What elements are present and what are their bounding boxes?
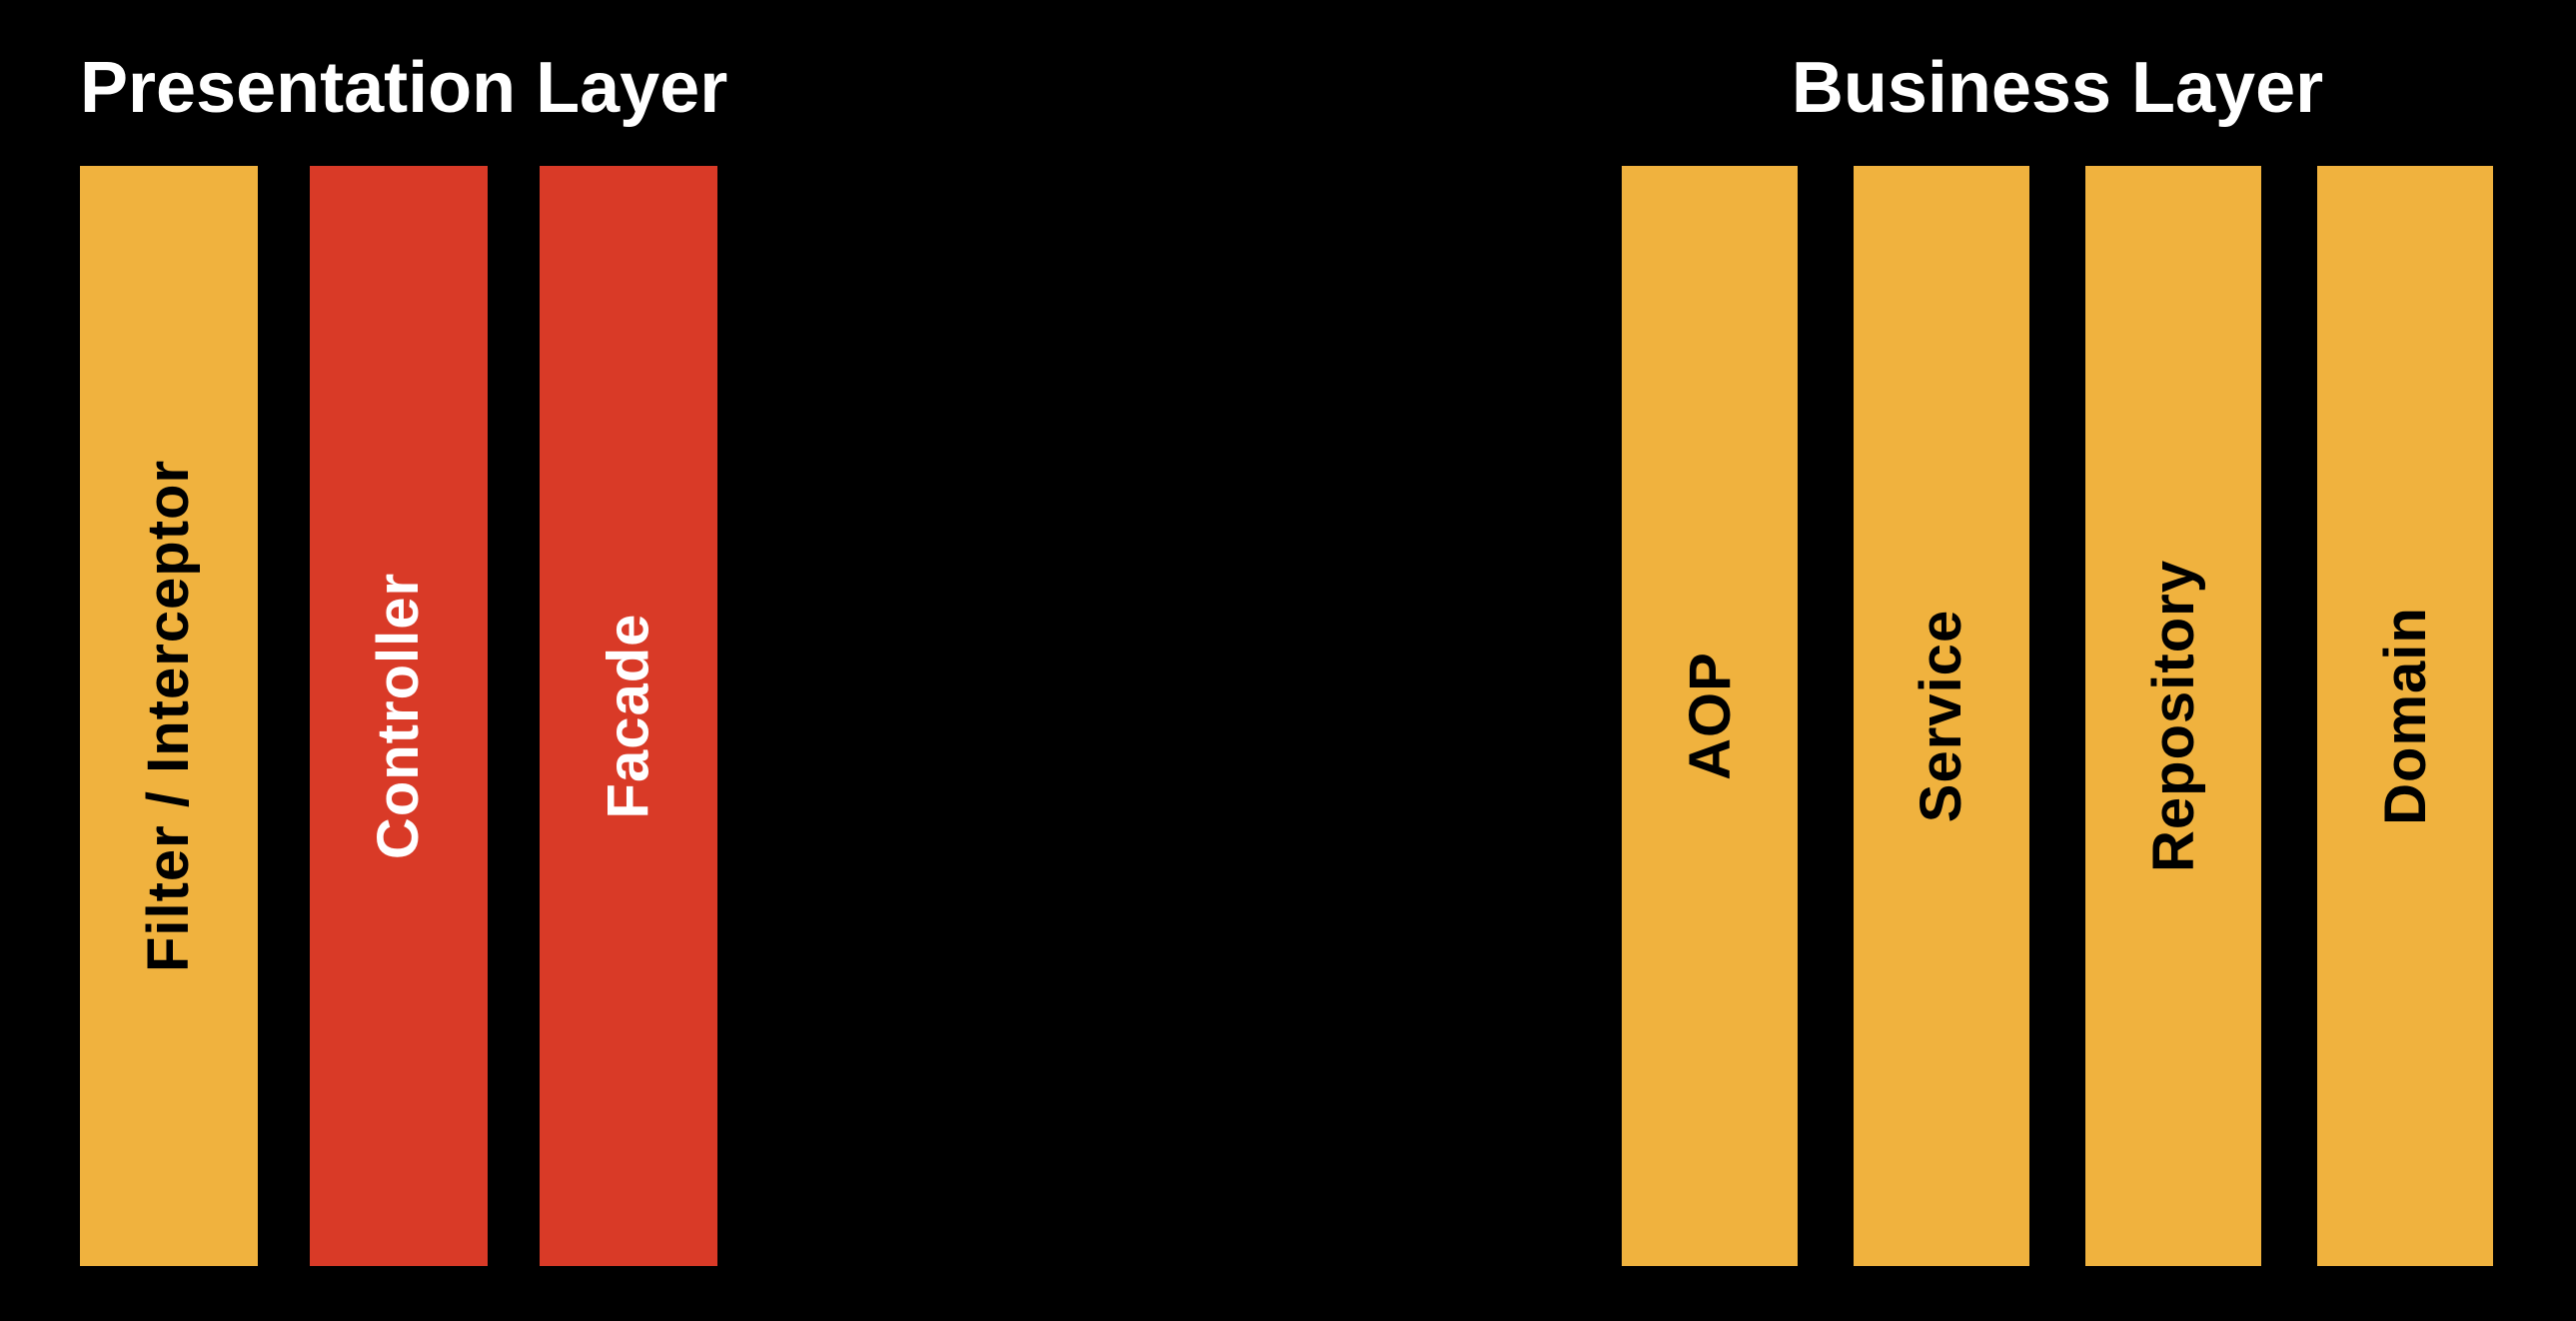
bar-label-repository: Repository [2140, 560, 2206, 872]
bar-label-controller: Controller [366, 572, 432, 860]
business-layer-title: Business Layer [1791, 48, 2324, 128]
bar-label-domain: Domain [2372, 607, 2438, 825]
bar-facade: Facade [540, 166, 717, 1266]
bar-label-filter-interceptor: Filter / Interceptor [136, 459, 202, 973]
bar-filter-interceptor: Filter / Interceptor [80, 166, 258, 1266]
presentation-layer-title: Presentation Layer [80, 48, 728, 128]
presentation-layer-bars: Filter / Interceptor Controller Facade [80, 166, 717, 1266]
bar-label-aop: AOP [1677, 652, 1743, 780]
bar-label-facade: Facade [596, 613, 661, 819]
presentation-layer-group: Presentation Layer Filter / Interceptor … [80, 0, 728, 1321]
bar-aop: AOP [1622, 166, 1798, 1266]
bar-controller: Controller [310, 166, 488, 1266]
business-layer-bars: AOP Service Repository Domain [1622, 166, 2493, 1266]
bar-domain: Domain [2317, 166, 2493, 1266]
business-layer-group: Business Layer AOP Service Repository Do… [1622, 0, 2493, 1321]
bar-label-service: Service [1909, 609, 1974, 823]
bar-service: Service [1854, 166, 2029, 1266]
bar-repository: Repository [2085, 166, 2261, 1266]
